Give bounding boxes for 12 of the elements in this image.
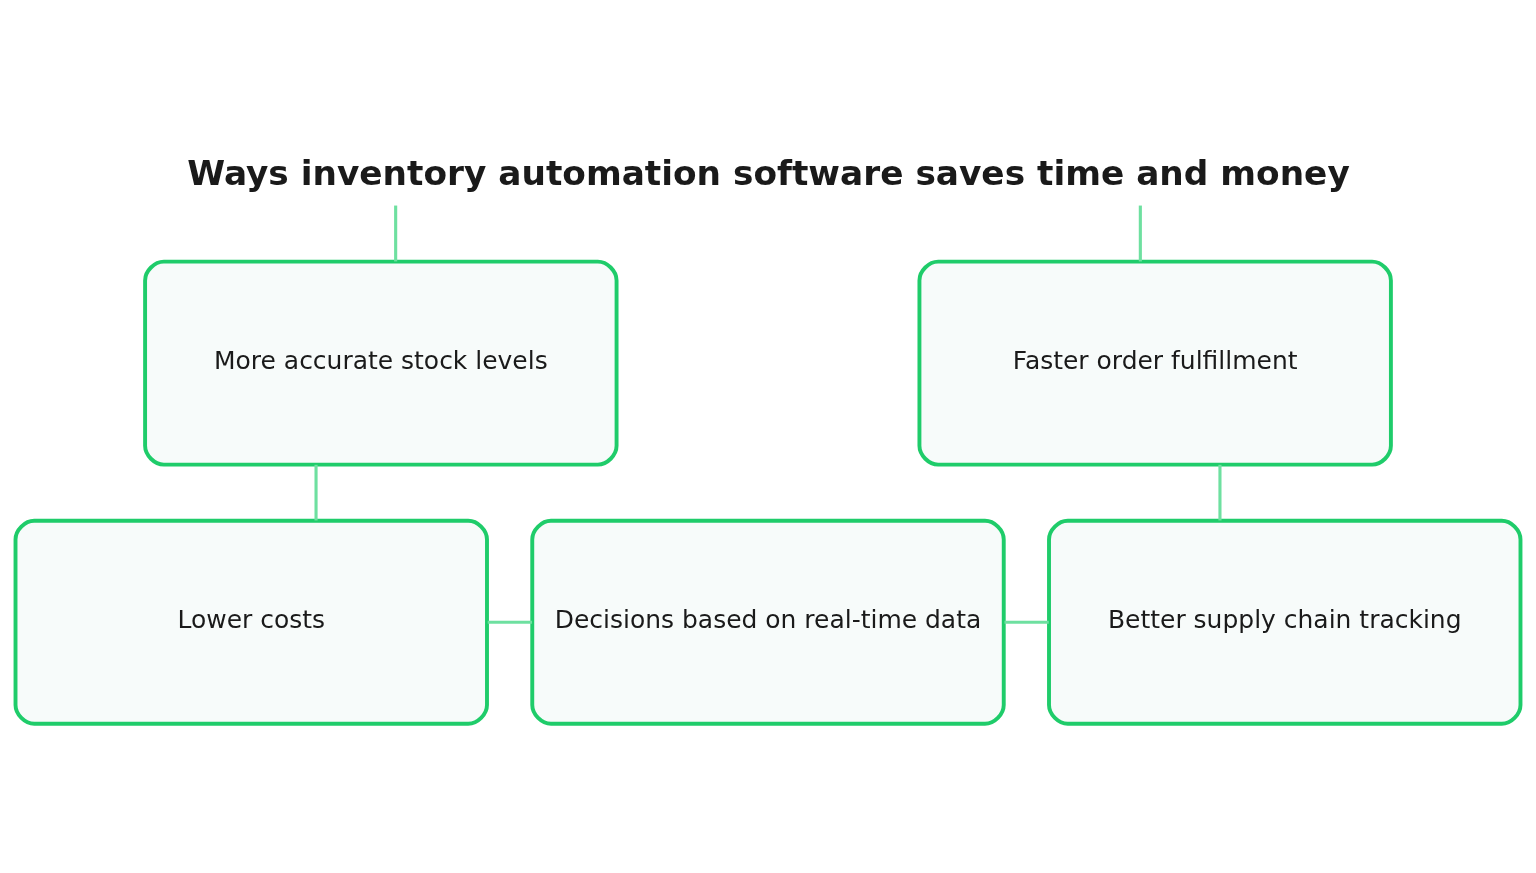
- node-box: Decisions based on real-time data: [530, 518, 1006, 726]
- connector: [1218, 464, 1222, 521]
- node-text: Ways inventory automation software saves time and money: [187, 152, 1350, 193]
- node-box: Faster order fulfillment: [917, 259, 1393, 467]
- connector: [487, 620, 533, 624]
- connector: [314, 464, 318, 521]
- node-box: Lower costs: [13, 518, 489, 726]
- connector: [394, 205, 398, 262]
- node-box: More accurate stock levels: [143, 259, 619, 467]
- connector: [1138, 205, 1142, 262]
- node-box: Better supply chain tracking: [1047, 518, 1523, 726]
- connector: [1004, 620, 1049, 624]
